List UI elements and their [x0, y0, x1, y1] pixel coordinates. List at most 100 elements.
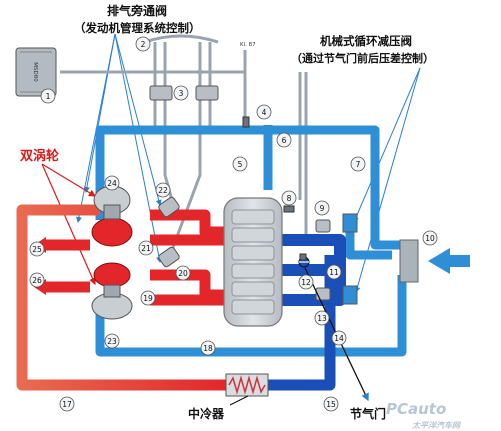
callout-5: 5 [232, 156, 248, 172]
watermark-domain: 太平洋汽车网 [411, 421, 462, 430]
callout-number: 5 [238, 160, 243, 169]
callout-number: 2 [141, 40, 146, 49]
callout-circle [59, 396, 75, 412]
engine-block [223, 197, 283, 327]
callout-11: 11 [326, 264, 342, 280]
diverter-valves [315, 213, 358, 305]
callout-10: 10 [422, 230, 438, 246]
mech-valve-title: 机械式循环减压阀 [320, 34, 412, 48]
callout-circle [104, 175, 120, 191]
callout-2: 2 [135, 36, 151, 52]
callout-number: 11 [329, 268, 339, 277]
callout-number: 1 [46, 92, 51, 101]
callout-number: 13 [317, 314, 327, 323]
exhaust-piping [16, 204, 228, 391]
callout-20: 20 [175, 265, 191, 281]
bypass-valve-subtitle: （发动机管理系统控制） [74, 21, 201, 35]
callout-circle [298, 274, 314, 290]
air-filter-box [399, 239, 419, 283]
callout-3: 3 [173, 85, 189, 101]
callout-18: 18 [200, 340, 216, 356]
callout-21: 21 [138, 240, 154, 256]
callout-number: 8 [287, 194, 292, 203]
callout-circle [232, 156, 248, 172]
callout-number: 17 [62, 400, 72, 409]
terminal-label: Kl. 87 [240, 42, 256, 48]
callout-circle [314, 310, 330, 326]
callout-17: 17 [59, 396, 75, 412]
ecu-label: MSD80 [32, 62, 38, 82]
intercooler [225, 373, 269, 397]
callout-6: 6 [276, 132, 292, 148]
callout-number: 25 [32, 245, 42, 254]
callout-circle [331, 330, 347, 346]
callout-number: 3 [179, 89, 184, 98]
callout-24: 24 [104, 175, 120, 191]
twin-turbo-pointers [41, 163, 97, 286]
callout-circle [138, 240, 154, 256]
callout-13: 13 [314, 310, 330, 326]
callout-8: 8 [281, 190, 297, 206]
callout-number: 20 [178, 269, 188, 278]
watermark: PCauto 太平洋汽车网 [386, 400, 462, 430]
callout-14: 14 [331, 330, 347, 346]
callout-22: 22 [155, 182, 171, 198]
callout-circle [175, 265, 191, 281]
callout-circle [326, 264, 342, 280]
callout-19: 19 [140, 290, 156, 306]
callout-7: 7 [350, 156, 366, 172]
callout-9: 9 [314, 200, 330, 216]
callout-23: 23 [104, 333, 120, 349]
callout-number: 15 [326, 400, 336, 409]
callout-number: 9 [320, 204, 325, 213]
callout-number: 10 [425, 234, 435, 243]
throttle-label: 节气门 [350, 406, 386, 421]
callout-circle [200, 340, 216, 356]
callout-26: 26 [29, 272, 45, 288]
intake-arrow-icon [428, 248, 470, 274]
callout-4: 4 [256, 104, 272, 120]
callout-number: 14 [334, 334, 344, 343]
intercooler-label: 中冷器 [188, 406, 225, 421]
callout-number: 18 [203, 344, 213, 353]
callout-circle [29, 241, 45, 257]
callout-number: 21 [141, 244, 151, 253]
turbocharger-upper [91, 185, 133, 247]
ecu-module: MSD80 [15, 47, 57, 97]
callout-circle [173, 85, 189, 101]
callout-number: 7 [356, 160, 361, 169]
watermark-brand: PCauto [386, 400, 446, 418]
callout-circle [135, 36, 151, 52]
callout-number: 24 [107, 179, 117, 188]
mech-valve-subtitle: （通过节气门前后压差控制） [291, 51, 434, 65]
callout-number: 12 [301, 278, 311, 287]
callout-number: 19 [143, 294, 153, 303]
callout-circle [422, 230, 438, 246]
callout-circle [350, 156, 366, 172]
callout-circle [276, 132, 292, 148]
callout-number: 26 [32, 276, 42, 285]
callout-circle [323, 396, 339, 412]
callout-12: 12 [298, 274, 314, 290]
callout-circle [40, 88, 56, 104]
turbocharger-lower [91, 262, 133, 320]
callout-number: 4 [262, 108, 267, 117]
intercooler-pointer [229, 395, 249, 406]
callout-circle [140, 290, 156, 306]
twin-turbo-label: 双涡轮 [20, 148, 59, 164]
sensors [242, 116, 307, 261]
callout-number: 6 [282, 136, 287, 145]
callout-circle [29, 272, 45, 288]
bypass-valve-title: 排气旁通阀 [107, 3, 167, 18]
wastegate-actuators [158, 196, 180, 268]
callout-number: 23 [107, 337, 117, 346]
callout-25: 25 [29, 241, 45, 257]
solenoid-valves [149, 85, 219, 101]
callout-circle [155, 182, 171, 198]
callout-number: 22 [158, 186, 168, 195]
callout-circle [281, 190, 297, 206]
callout-15: 15 [323, 396, 339, 412]
callout-circle [314, 200, 330, 216]
callout-circle [104, 333, 120, 349]
